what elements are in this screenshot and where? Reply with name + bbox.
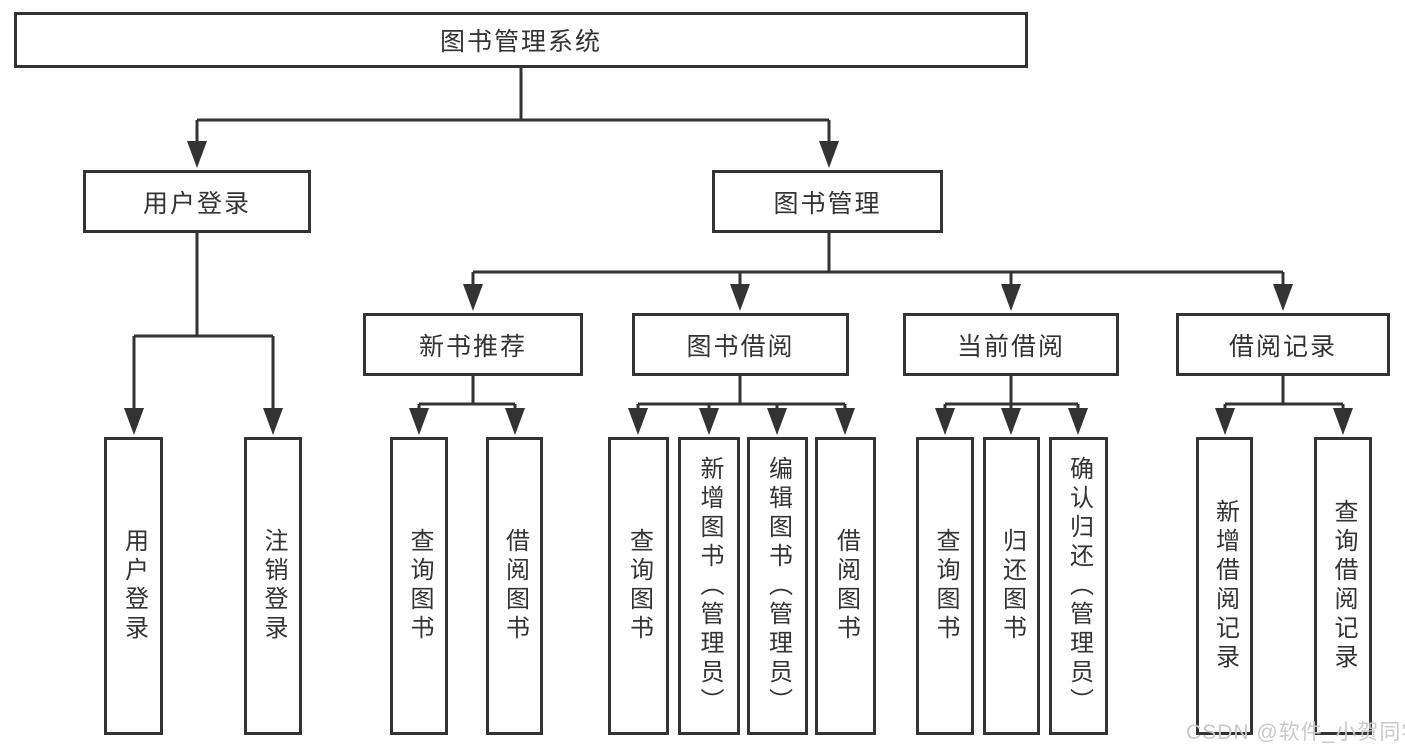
leaf-borrowing-borrow-books: 借阅图书 <box>815 437 876 735</box>
leaf-user-login: 用户登录 <box>104 437 163 735</box>
connector-book-management-to-level3 <box>471 233 1285 288</box>
leaf-borrowing-add-books-admin: 新增图书（管理员） <box>678 437 740 735</box>
node-current-borrowing: 当前借阅 <box>903 313 1119 376</box>
node-book-management: 图书管理 <box>712 170 943 233</box>
leaf-records-add-borrow-record: 新增借阅记录 <box>1196 437 1253 735</box>
connector-user-login-to-leaves <box>132 233 275 412</box>
leaf-logout: 注销登录 <box>244 437 302 735</box>
node-library-management-system: 图书管理系统 <box>14 12 1028 68</box>
node-borrowing-records: 借阅记录 <box>1176 313 1390 376</box>
leaf-current-query-books: 查询图书 <box>916 437 974 735</box>
leaf-borrowing-edit-books-admin: 编辑图书（管理员） <box>747 437 808 735</box>
leaf-current-confirm-return-admin: 确认归还（管理员） <box>1049 437 1108 735</box>
leaf-newbooks-borrow-books: 借阅图书 <box>486 437 543 735</box>
leaf-current-return-books: 归还图书 <box>983 437 1040 735</box>
leaf-borrowing-query-books: 查询图书 <box>608 437 669 735</box>
connector-new-book-recommend-to-leaves <box>417 376 517 414</box>
leaf-records-query-borrow-record: 查询借阅记录 <box>1314 437 1372 735</box>
node-book-borrowing: 图书借阅 <box>632 313 849 376</box>
leaf-newbooks-query-books: 查询图书 <box>390 437 448 735</box>
node-new-book-recommend: 新书推荐 <box>363 313 583 376</box>
connector-root-to-level2 <box>195 68 831 146</box>
connector-book-borrowing-to-leaves <box>636 376 847 414</box>
node-user-login: 用户登录 <box>83 170 311 233</box>
watermark: CSDN @软件_小贺同学 <box>1186 721 1405 744</box>
connector-borrowing-records-to-leaves <box>1223 376 1345 414</box>
